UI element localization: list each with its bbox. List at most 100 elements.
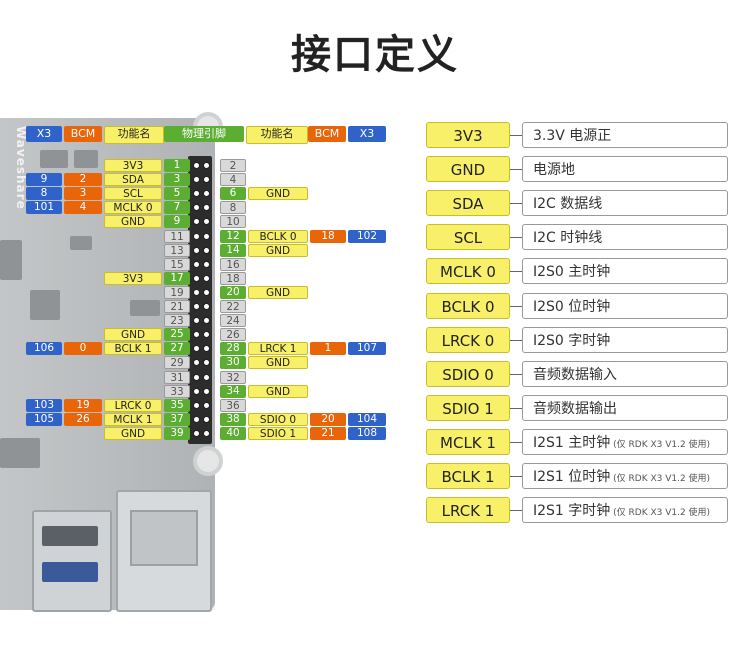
x3-number-left: 105 [26, 413, 62, 426]
legend-signal-name: SDA [426, 190, 510, 216]
header-pin [193, 303, 200, 310]
legend-signal-name: LRCK 0 [426, 327, 510, 353]
legend-description: I2S0 位时钟 [522, 293, 728, 319]
function-left: GND [104, 427, 162, 440]
physical-pin-left: 35 [164, 399, 190, 412]
physical-pin-left: 5 [164, 187, 190, 200]
physical-pin-right: 28 [220, 342, 246, 355]
physical-pin-left: 23 [164, 314, 190, 327]
physical-pin-right: 10 [220, 215, 246, 228]
function-right: BCLK 0 [248, 230, 308, 243]
bcm-number-right: 21 [310, 427, 346, 440]
ethernet-port [116, 490, 212, 612]
legend-signal-name: MCLK 1 [426, 429, 510, 455]
legend-connector [510, 442, 522, 443]
header-pin [193, 261, 200, 268]
physical-pin-left: 3 [164, 173, 190, 186]
header-pin [203, 430, 210, 437]
legend-description: I2C 时钟线 [522, 224, 728, 250]
physical-pin-right: 40 [220, 427, 246, 440]
legend-description-text: 3.3V 电源正 [533, 128, 612, 144]
legend-connector [510, 408, 522, 409]
physical-pin-left: 31 [164, 371, 190, 384]
x3-number-left: 106 [26, 342, 62, 355]
header-pin [203, 289, 210, 296]
header-pin [193, 162, 200, 169]
bcm-number-right: 18 [310, 230, 346, 243]
mount-hole [193, 446, 223, 476]
header-pin [193, 204, 200, 211]
function-right: GND [248, 385, 308, 398]
x3-number-left: 103 [26, 399, 62, 412]
physical-pin-right: 34 [220, 385, 246, 398]
legend-description-text: I2S1 字时钟 [533, 503, 611, 519]
board-component [30, 290, 60, 320]
function-right: GND [248, 356, 308, 369]
legend-description: 音频数据输出 [522, 395, 728, 421]
legend-description: I2S1 位时钟 (仅 RDK X3 V1.2 使用) [522, 463, 728, 489]
legend-signal-name: SDIO 0 [426, 361, 510, 387]
bcm-number-right: 20 [310, 413, 346, 426]
header-pin [193, 317, 200, 324]
board-component [0, 438, 40, 468]
header-physical: 物理引脚 [164, 126, 244, 142]
header-bcm-right: BCM [308, 126, 346, 142]
bcm-number-left: 19 [64, 399, 102, 412]
physical-pin-right: 20 [220, 286, 246, 299]
physical-pin-left: 7 [164, 201, 190, 214]
bcm-number-left: 0 [64, 342, 102, 355]
legend-description-text: 音频数据输入 [533, 367, 617, 383]
function-right: GND [248, 286, 308, 299]
header-pin [203, 233, 210, 240]
legend-connector [510, 510, 522, 511]
legend-description: I2S1 字时钟 (仅 RDK X3 V1.2 使用) [522, 497, 728, 523]
function-left: BCLK 1 [104, 342, 162, 355]
physical-pin-left: 13 [164, 244, 190, 257]
header-x3-left: X3 [26, 126, 62, 142]
legend-connector [510, 169, 522, 170]
function-left: SDA [104, 173, 162, 186]
legend-note: (仅 RDK X3 V1.2 使用) [610, 440, 711, 450]
header-function-left: 功能名 [104, 126, 164, 144]
x3-number-left: 9 [26, 173, 62, 186]
bcm-number-left: 4 [64, 201, 102, 214]
physical-pin-left: 1 [164, 159, 190, 172]
legend-description-text: I2S1 位时钟 [533, 469, 611, 485]
physical-pin-right: 36 [220, 399, 246, 412]
legend-description-text: I2S0 字时钟 [533, 333, 611, 349]
usb-port [32, 510, 112, 612]
header-pin [203, 303, 210, 310]
function-left: 3V3 [104, 159, 162, 172]
gpio-header [188, 156, 212, 444]
legend-description: I2S1 主时钟 (仅 RDK X3 V1.2 使用) [522, 429, 728, 455]
function-right: GND [248, 244, 308, 257]
bcm-number-left: 26 [64, 413, 102, 426]
legend-signal-name: SDIO 1 [426, 395, 510, 421]
header-pin [193, 247, 200, 254]
header-pin [203, 416, 210, 423]
function-left: 3V3 [104, 272, 162, 285]
physical-pin-left: 39 [164, 427, 190, 440]
physical-pin-left: 11 [164, 230, 190, 243]
legend-connector [510, 476, 522, 477]
header-pin [193, 275, 200, 282]
legend-signal-name: LRCK 1 [426, 497, 510, 523]
physical-pin-left: 9 [164, 215, 190, 228]
legend-description-text: I2S0 主时钟 [533, 264, 611, 280]
physical-pin-left: 21 [164, 300, 190, 313]
function-left: MCLK 0 [104, 201, 162, 214]
header-bcm-left: BCM [64, 126, 102, 142]
legend-description: I2S0 主时钟 [522, 258, 728, 284]
header-pin [193, 345, 200, 352]
header-pin [193, 176, 200, 183]
legend-description: 3.3V 电源正 [522, 122, 728, 148]
function-left: GND [104, 328, 162, 341]
header-pin [193, 359, 200, 366]
legend-description: 电源地 [522, 156, 728, 182]
header-pin [203, 247, 210, 254]
physical-pin-right: 32 [220, 371, 246, 384]
header-function-right: 功能名 [246, 126, 308, 144]
header-pin [203, 275, 210, 282]
header-pin [193, 331, 200, 338]
